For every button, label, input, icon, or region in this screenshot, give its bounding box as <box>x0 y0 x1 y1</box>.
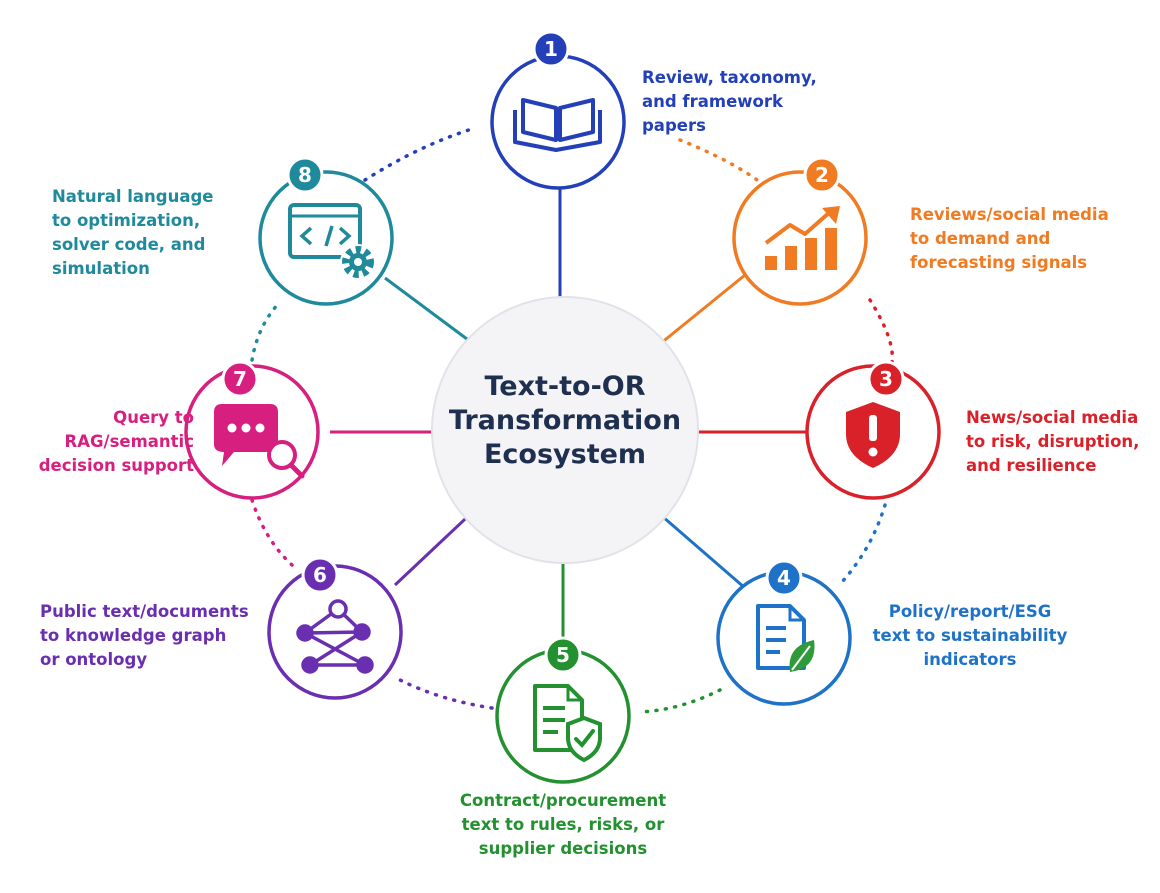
badge-1 <box>532 30 570 68</box>
node-4-label: Policy/report/ESG text to sustainability… <box>860 600 1080 672</box>
badge-4 <box>765 559 803 597</box>
node-2 <box>732 156 868 306</box>
node-6-label: Public text/documents to knowledge graph… <box>40 600 249 672</box>
node-1-label: Review, taxonomy, and framework papers <box>642 66 817 138</box>
knowledge-graph-icon <box>296 599 374 674</box>
badge-2-number: 2 <box>815 163 829 187</box>
center-title-line-1: Text-to-OR <box>484 371 646 402</box>
node-4 <box>716 559 852 706</box>
node-3-label-line: and resilience <box>966 456 1097 475</box>
node-8-label-line: solver code, and <box>52 235 206 254</box>
node-3-label-line: News/social media <box>966 408 1139 427</box>
badge-6 <box>301 556 339 594</box>
node-1-label-line: and framework <box>642 92 783 111</box>
ring-segment-1-2 <box>678 138 762 184</box>
ring-segment-4-5 <box>638 688 722 714</box>
badge-1-number: 1 <box>544 37 558 61</box>
node-6-label-line: to knowledge graph <box>40 626 227 645</box>
ring-segment-6-7 <box>250 498 294 567</box>
node-2-circle <box>732 170 868 306</box>
node-2-label-line: to demand and <box>910 229 1051 248</box>
node-4-label-line: indicators <box>923 650 1017 669</box>
node-2-label: Reviews/social media to demand and forec… <box>910 203 1109 275</box>
node-1-label-line: papers <box>642 116 706 135</box>
ring-segment-8-1 <box>363 126 477 182</box>
center-title-line-2: Transformation <box>448 405 682 436</box>
node-7-label-line: decision support <box>38 456 194 475</box>
node-3-label-line: to risk, disruption, <box>966 432 1140 451</box>
badge-4-number: 4 <box>777 566 791 590</box>
badge-6-number: 6 <box>313 563 327 587</box>
spoke-8 <box>384 276 476 347</box>
shield-alert-icon <box>846 402 900 468</box>
badge-2 <box>803 156 841 194</box>
ring-segment-7-8 <box>250 300 282 362</box>
growth-chart-icon <box>764 206 840 270</box>
node-6 <box>267 556 403 700</box>
node-5-label: Contract/procurement text to rules, risk… <box>443 789 683 861</box>
node-5-label-line: supplier decisions <box>478 839 648 858</box>
badge-5 <box>544 636 582 674</box>
ring-segment-5-6 <box>398 678 494 710</box>
node-7-label-line: RAG/semantic <box>64 432 194 451</box>
badge-8 <box>286 156 324 194</box>
node-8 <box>258 156 394 306</box>
node-8-label-line: simulation <box>52 259 150 278</box>
node-4-label-line: Policy/report/ESG <box>888 602 1052 621</box>
spoke-4 <box>654 508 746 590</box>
center-title: Text-to-OR Transformation Ecosystem <box>432 370 698 472</box>
code-gear-icon <box>288 203 376 280</box>
node-8-label-line: to optimization, <box>52 211 201 230</box>
chat-search-icon <box>214 404 305 479</box>
spoke-2 <box>654 273 746 350</box>
badge-7-number: 7 <box>233 367 247 391</box>
node-3-label: News/social media to risk, disruption, a… <box>966 406 1139 478</box>
contract-shield-icon <box>533 684 602 763</box>
node-1 <box>490 30 626 190</box>
badge-3-number: 3 <box>879 367 893 391</box>
node-5-label-line: Contract/procurement <box>459 791 667 810</box>
center-title-line-3: Ecosystem <box>483 439 647 470</box>
node-8-label-line: Natural language <box>52 187 214 206</box>
node-7-label-line: Query to <box>113 408 194 427</box>
open-book-icon <box>513 98 602 152</box>
node-7-label: Query to RAG/semantic decision support <box>20 406 194 478</box>
node-8-circle <box>258 170 394 306</box>
dotted-ring <box>250 126 895 714</box>
node-6-label-line: Public text/documents <box>40 602 249 621</box>
node-1-label-line: Review, taxonomy, <box>642 68 817 87</box>
badge-3 <box>867 360 905 398</box>
node-3 <box>805 360 941 500</box>
badge-8-number: 8 <box>298 163 312 187</box>
node-4-label-line: text to sustainability <box>872 626 1068 645</box>
node-5 <box>495 636 631 784</box>
badge-7 <box>221 360 259 398</box>
node-7 <box>184 360 320 500</box>
ring-segment-3-4 <box>840 503 887 584</box>
node-6-label-line: or ontology <box>40 650 148 669</box>
node-2-label-line: Reviews/social media <box>910 205 1109 224</box>
document-leaf-icon <box>756 604 815 672</box>
node-8-label: Natural language to optimization, solver… <box>52 185 213 281</box>
node-5-label-line: text to rules, risks, or <box>461 815 665 834</box>
badge-5-number: 5 <box>556 643 570 667</box>
node-2-label-line: forecasting signals <box>910 253 1088 272</box>
ring-segment-2-3 <box>868 298 895 364</box>
center-circle <box>431 296 699 564</box>
